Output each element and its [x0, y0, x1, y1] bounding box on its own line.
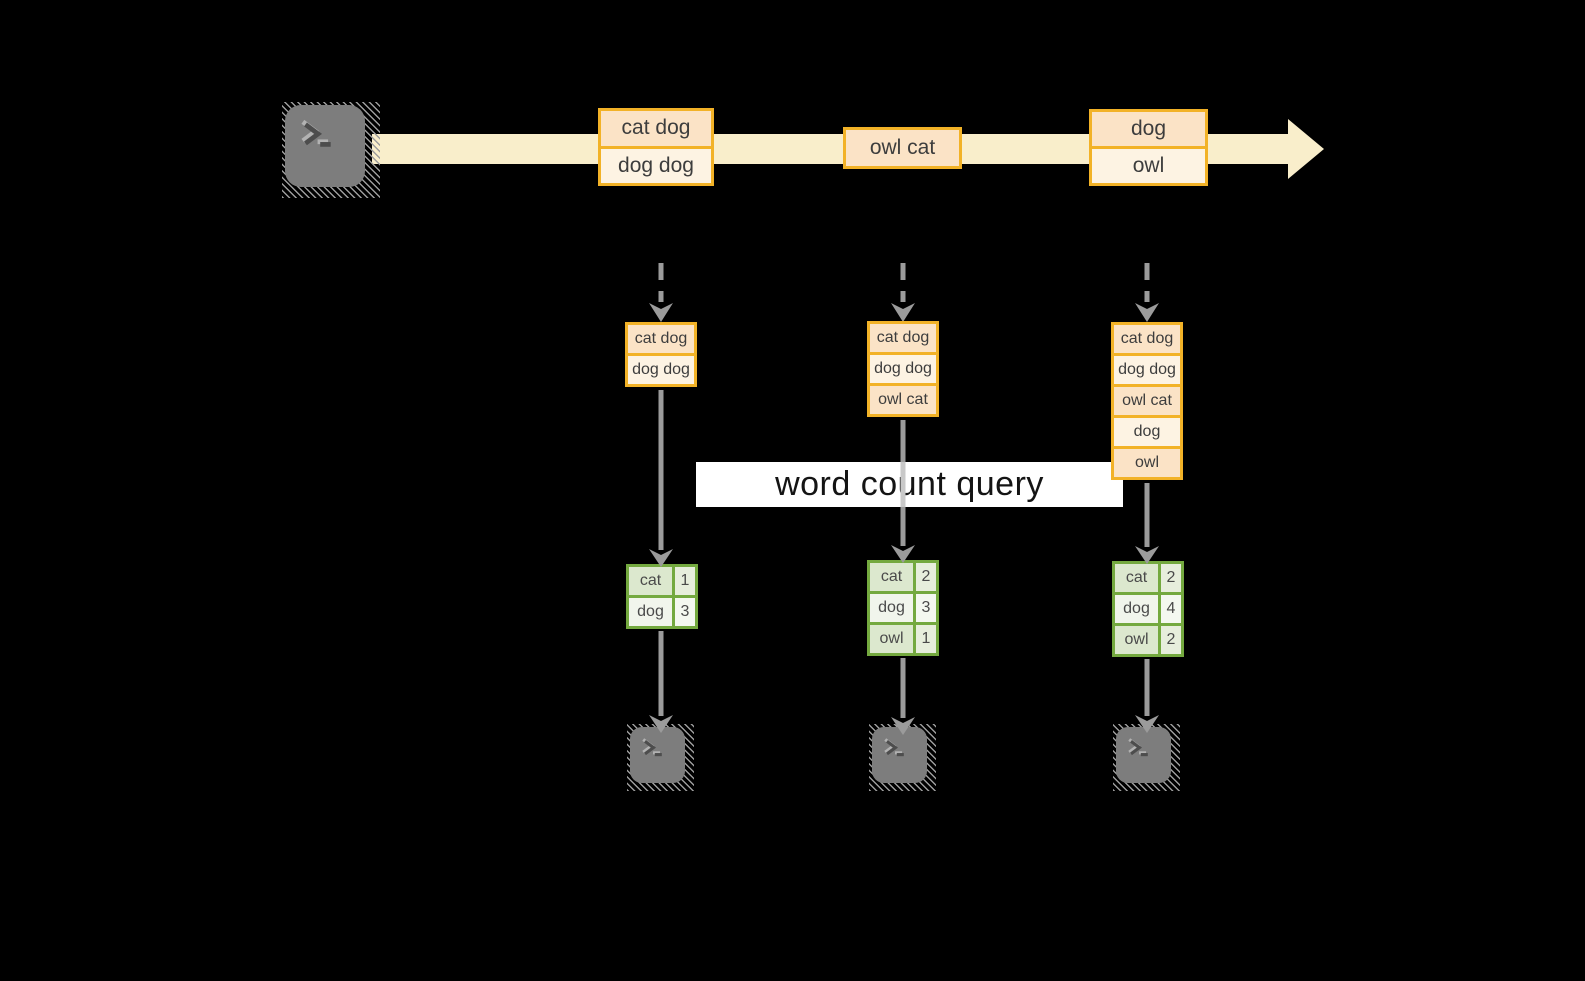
- count-cell: 4: [1161, 595, 1181, 623]
- word-cell: cat: [1115, 564, 1161, 592]
- word-cell: owl: [870, 625, 916, 653]
- count-cell: 2: [1161, 564, 1181, 592]
- count-table: cat 2 dog 4 owl 2: [1112, 561, 1184, 657]
- event-stack: cat dog dog dog owl cat dog owl: [1111, 322, 1183, 480]
- table-row: cat 2: [1115, 564, 1181, 592]
- count-cell: 3: [916, 594, 936, 622]
- count-cell: 1: [675, 567, 695, 595]
- terminal-prompt-icon: [1128, 738, 1148, 757]
- stack-record: owl cat: [1114, 384, 1180, 415]
- producer-terminal: [282, 102, 380, 198]
- consumer-terminal: [627, 724, 694, 791]
- query-banner-label: word count query: [775, 465, 1044, 503]
- word-cell: dog: [870, 594, 916, 622]
- table-row: dog 3: [870, 591, 936, 622]
- count-table: cat 2 dog 3 owl 1: [867, 560, 939, 656]
- stack-record: owl: [1114, 446, 1180, 477]
- word-cell: cat: [629, 567, 675, 595]
- stream-record-box: cat dog dog dog: [598, 108, 714, 186]
- terminal-screen: [630, 727, 685, 783]
- stack-record: dog: [1114, 415, 1180, 446]
- table-row: dog 3: [629, 595, 695, 626]
- table-row: owl 1: [870, 622, 936, 653]
- stack-record: owl cat: [870, 383, 936, 414]
- event-stack: cat dog dog dog owl cat: [867, 321, 939, 417]
- terminal-screen: [1116, 727, 1171, 783]
- stream-record: cat dog: [601, 111, 711, 146]
- table-row: cat 2: [870, 563, 936, 591]
- stack-record: cat dog: [628, 325, 694, 353]
- word-cell: owl: [1115, 626, 1161, 654]
- query-banner: word count query: [696, 462, 1123, 507]
- event-stack: cat dog dog dog: [625, 322, 697, 387]
- stream-record: owl: [1092, 146, 1205, 183]
- stack-record: dog dog: [870, 352, 936, 383]
- table-row: cat 1: [629, 567, 695, 595]
- consumer-terminal: [1113, 724, 1180, 791]
- stream-record-box: dog owl: [1089, 109, 1208, 186]
- terminal-prompt-icon: [642, 738, 662, 757]
- word-cell: cat: [870, 563, 916, 591]
- stream-record-box: owl cat: [843, 127, 962, 169]
- stream-record: dog: [1092, 112, 1205, 146]
- count-cell: 1: [916, 625, 936, 653]
- word-cell: dog: [629, 598, 675, 626]
- terminal-prompt-icon: [301, 119, 331, 147]
- stream-record: owl cat: [846, 130, 959, 166]
- table-row: dog 4: [1115, 592, 1181, 623]
- count-cell: 3: [675, 598, 695, 626]
- ingest-dashed-arrows: [649, 263, 1159, 322]
- count-cell: 2: [1161, 626, 1181, 654]
- terminal-prompt-icon: [884, 738, 904, 757]
- count-table: cat 1 dog 3: [626, 564, 698, 629]
- table-row: owl 2: [1115, 623, 1181, 654]
- stack-record: dog dog: [1114, 353, 1180, 384]
- stack-record: cat dog: [1114, 325, 1180, 353]
- consumer-terminal: [869, 724, 936, 791]
- stream-record: dog dog: [601, 145, 711, 183]
- stack-record: cat dog: [870, 324, 936, 352]
- terminal-screen: [872, 727, 927, 783]
- stack-record: dog dog: [628, 353, 694, 384]
- count-cell: 2: [916, 563, 936, 591]
- word-cell: dog: [1115, 595, 1161, 623]
- terminal-screen: [285, 105, 365, 187]
